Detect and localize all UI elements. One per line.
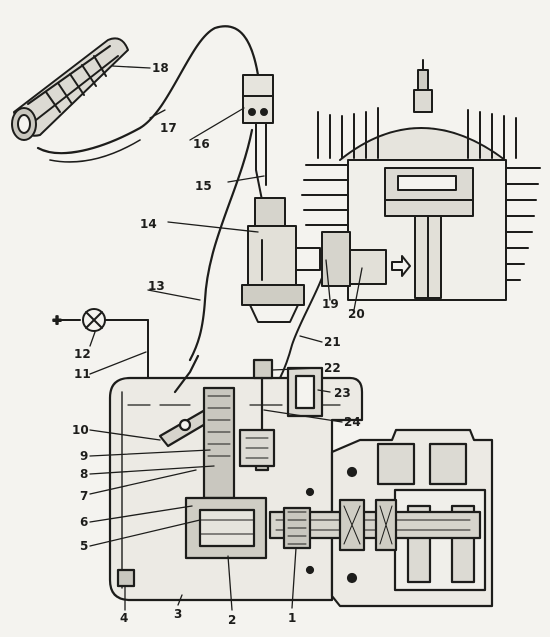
lamp-wire [49,139,141,163]
callout-23: 23 [334,386,351,400]
callout-4: 4 [120,611,128,625]
callout-12: 12 [74,347,91,361]
callout-22: 22 [324,361,341,375]
oil-line-to-intake [279,254,331,379]
throttle-cable [36,25,260,155]
crankcase [268,428,494,608]
oil-tank [108,354,364,602]
callout-11: 11 [74,367,91,381]
callout-14: 14 [140,217,157,231]
indicator-lamp-icon: + [51,308,149,379]
callout-15: 15 [195,179,212,193]
callout-10: 10 [72,423,89,437]
carburetor [241,197,321,323]
cable-junction-box [242,74,274,124]
callout-2: 2 [228,613,236,627]
throttle-grip-icon [11,37,129,141]
callout-1: 1 [288,611,296,625]
cable-to-carburetor [255,122,263,201]
callout-7: 7 [80,489,88,503]
callout-19: 19 [322,297,339,311]
callout-24: 24 [344,415,361,429]
callout-16: 16 [193,137,210,151]
callout-17: 17 [160,121,177,135]
callout-13: 13 [148,279,165,293]
callout-3: 3 [174,607,182,621]
callout-6: 6 [80,515,88,529]
callout-18: 18 [152,61,169,75]
plus-sign: + [52,313,62,327]
engine-cylinder [301,59,541,301]
callout-9: 9 [80,449,88,463]
callout-21: 21 [324,335,341,349]
callout-5: 5 [80,539,88,553]
callout-8: 8 [80,467,88,481]
callout-20: 20 [348,307,365,321]
leader-lines [89,65,363,611]
oil-pump-cable [188,128,254,362]
